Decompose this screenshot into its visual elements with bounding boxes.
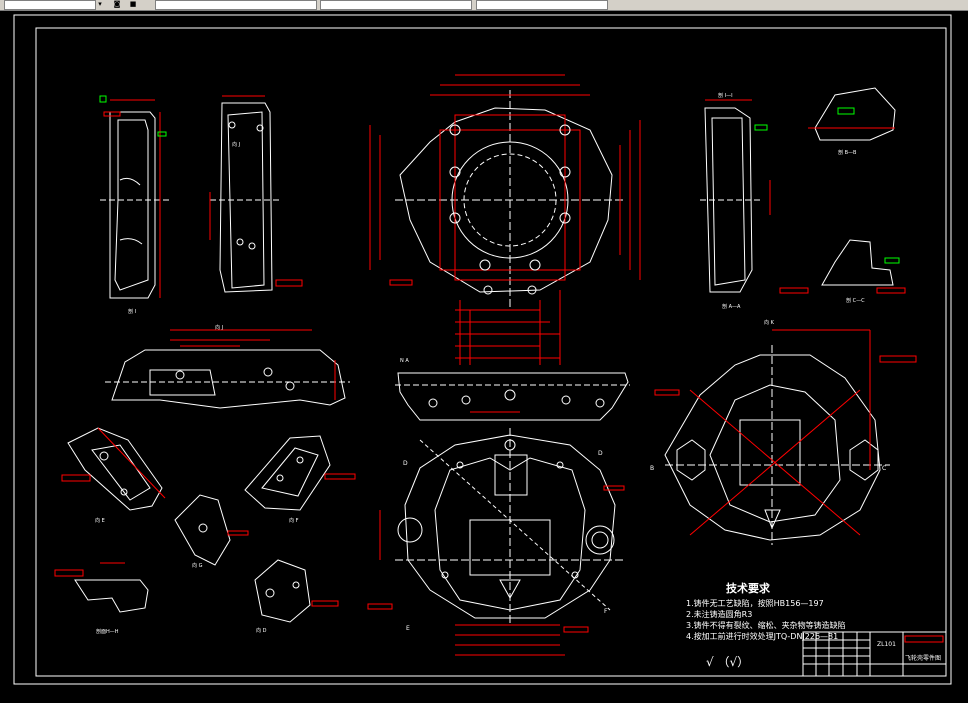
view-j-side-label: 向 J [232,141,240,148]
dropdown-arrow-icon[interactable]: ▾ [98,0,102,8]
title-block [802,631,947,677]
tech-requirements: 技术要求 1.铸件无工艺缺陷，按照HB156—197 2.未注铸造圆角R3 3.… [686,581,846,641]
linetype-dropdown[interactable] [320,0,472,10]
drawing-canvas[interactable]: 剖 I 向 J 向 J 向 E 向 G [0,11,968,699]
center-side-view [395,372,630,421]
section-bb-label: 剖 B—B [838,149,857,156]
cad-drawing: 剖 I 向 J 向 J 向 E 向 G [13,14,952,685]
title-block-part-name: 飞轮壳零件图 [905,654,941,662]
section-aa [700,99,809,294]
tech-req-item-1: 1.铸件无工艺缺陷，按照HB156—197 [686,598,824,608]
marker-d-right: D [598,450,603,457]
center-top-view [369,74,641,365]
layer-color-icon[interactable]: ■ [129,0,137,8]
outer-frame [13,14,952,685]
layer-dropdown[interactable] [4,0,96,10]
marker-d-left: D [403,460,408,467]
section-i-view [99,95,170,299]
view-g [174,494,249,566]
marker-f: F [604,608,608,615]
center-front-view [367,428,625,656]
view-j-long [105,329,350,409]
roughness-symbol: √ （√） [706,655,749,669]
view-k-label: 向 K [764,319,775,326]
lock-icon[interactable]: ◙ [113,0,121,8]
tech-req-item-3: 3.铸件不得有裂纹、缩松、夹杂物等铸造缺陷 [686,620,846,630]
title-block-material: ZL101 [877,641,896,648]
section-hh-label: 剖面H—H [96,628,119,635]
view-d-label: 向 D [256,627,267,634]
view-f [244,435,356,511]
marker-b: B [650,465,654,472]
section-aa-label: 剖 A—A [722,303,741,310]
view-k [654,329,917,545]
section-cc-label: 剖 C—C [846,297,865,304]
section-hh [54,562,149,613]
section-bb [808,87,896,141]
tech-req-item-4: 4.按加工前进行时效处理JTQ-DNJ226—81 [686,631,838,641]
tech-req-title: 技术要求 [726,581,771,595]
view-d [254,559,339,623]
marker-c: C [882,465,886,472]
section-cc [821,239,906,294]
color-dropdown[interactable] [155,0,317,10]
inner-frame [35,27,947,677]
view-na-label: N A [400,358,409,364]
view-e [61,427,166,511]
view-g-label: 向 G [192,562,203,569]
tech-req-item-2: 2.未注铸造圆角R3 [686,609,752,619]
view-f-label: 向 F [289,517,299,524]
cad-toolbar: ▾ ◙ ■ [0,0,968,11]
section-hh-note: 剖 I—I [718,92,733,99]
view-e-label: 向 E [95,517,105,524]
view-j-side [209,95,303,293]
lineweight-dropdown[interactable] [476,0,608,10]
marker-e: E [406,625,410,632]
view-j-title: 向 J [215,324,223,331]
section-i-label: 剖 I [128,308,136,315]
